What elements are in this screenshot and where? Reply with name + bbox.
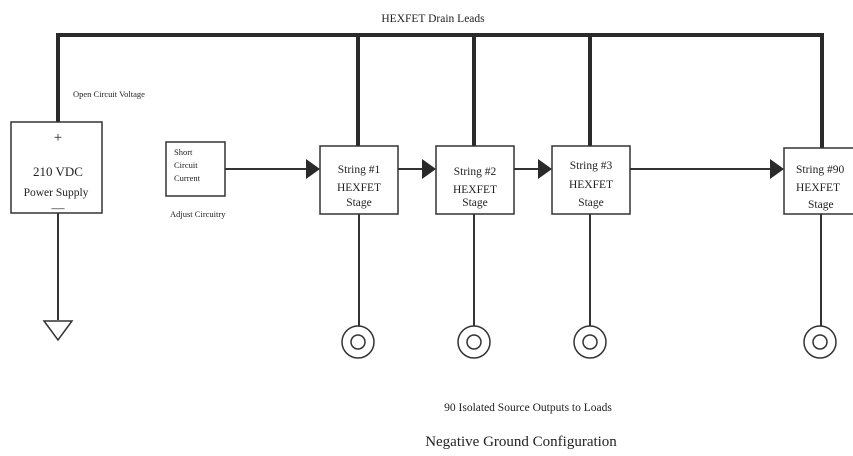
ground-icon xyxy=(42,320,74,342)
stage-1-title: String #1 xyxy=(338,164,381,176)
adjust-line-1: Short xyxy=(174,147,193,157)
chain-arrow-2-icon xyxy=(538,159,552,179)
stage-90-title: String #90 xyxy=(796,164,844,176)
chain-arrow-3-icon xyxy=(770,159,784,179)
adjust-circuitry: Short Circuit Current Adjust Circuitry xyxy=(165,141,226,219)
source-output-3-inner xyxy=(582,334,598,350)
stage-box-3 xyxy=(551,145,631,215)
stage-2-title: String #2 xyxy=(454,166,497,178)
hexfet-stage-3: String #3 HEXFET Stage xyxy=(551,145,631,359)
adjust-line-3: Current xyxy=(174,173,201,183)
stage-3-type: HEXFET xyxy=(569,179,613,191)
stage-90-stage: Stage xyxy=(808,199,834,211)
drain-bus-line xyxy=(56,33,824,148)
stage-3-stage: Stage xyxy=(578,197,604,209)
open-circuit-voltage-label: Open Circuit Voltage xyxy=(73,89,145,99)
drain-bus xyxy=(56,33,824,148)
outputs-caption: 90 Isolated Source Outputs to Loads xyxy=(444,402,612,414)
drain-bus-label: HEXFET Drain Leads xyxy=(381,13,485,25)
stage-2-type: HEXFET xyxy=(453,184,497,196)
supply-voltage-label: 210 VDC xyxy=(33,164,83,179)
source-output-2-inner xyxy=(466,334,482,350)
stage-1-stage: Stage xyxy=(346,197,372,209)
stage-90-type: HEXFET xyxy=(796,182,840,194)
stage-2-stage: Stage xyxy=(462,197,488,209)
hexfet-stage-1: String #1 HEXFET Stage xyxy=(319,145,399,359)
stage-box-2 xyxy=(435,145,515,215)
hexfet-stage-2: String #2 HEXFET Stage xyxy=(435,145,515,359)
control-chain xyxy=(225,159,784,179)
source-output-90-inner xyxy=(812,334,828,350)
chain-arrow-0-icon xyxy=(306,159,320,179)
supply-name-label: Power Supply xyxy=(24,187,89,199)
adjust-caption: Adjust Circuitry xyxy=(170,209,226,219)
power-supply: + 210 VDC Power Supply — xyxy=(10,121,103,215)
stage-3-title: String #3 xyxy=(570,160,613,172)
adjust-circuitry-box xyxy=(165,141,226,197)
supply-minus-sign: — xyxy=(51,200,66,215)
configuration-caption: Negative Ground Configuration xyxy=(425,434,617,450)
power-supply-box xyxy=(10,121,103,214)
stage-1-type: HEXFET xyxy=(337,182,381,194)
supply-plus-sign: + xyxy=(54,130,62,146)
adjust-line-2: Circuit xyxy=(174,160,198,170)
source-output-1-inner xyxy=(350,334,366,350)
hexfet-stage-90: String #90 HEXFET Stage xyxy=(783,147,853,359)
chain-arrow-1-icon xyxy=(422,159,436,179)
